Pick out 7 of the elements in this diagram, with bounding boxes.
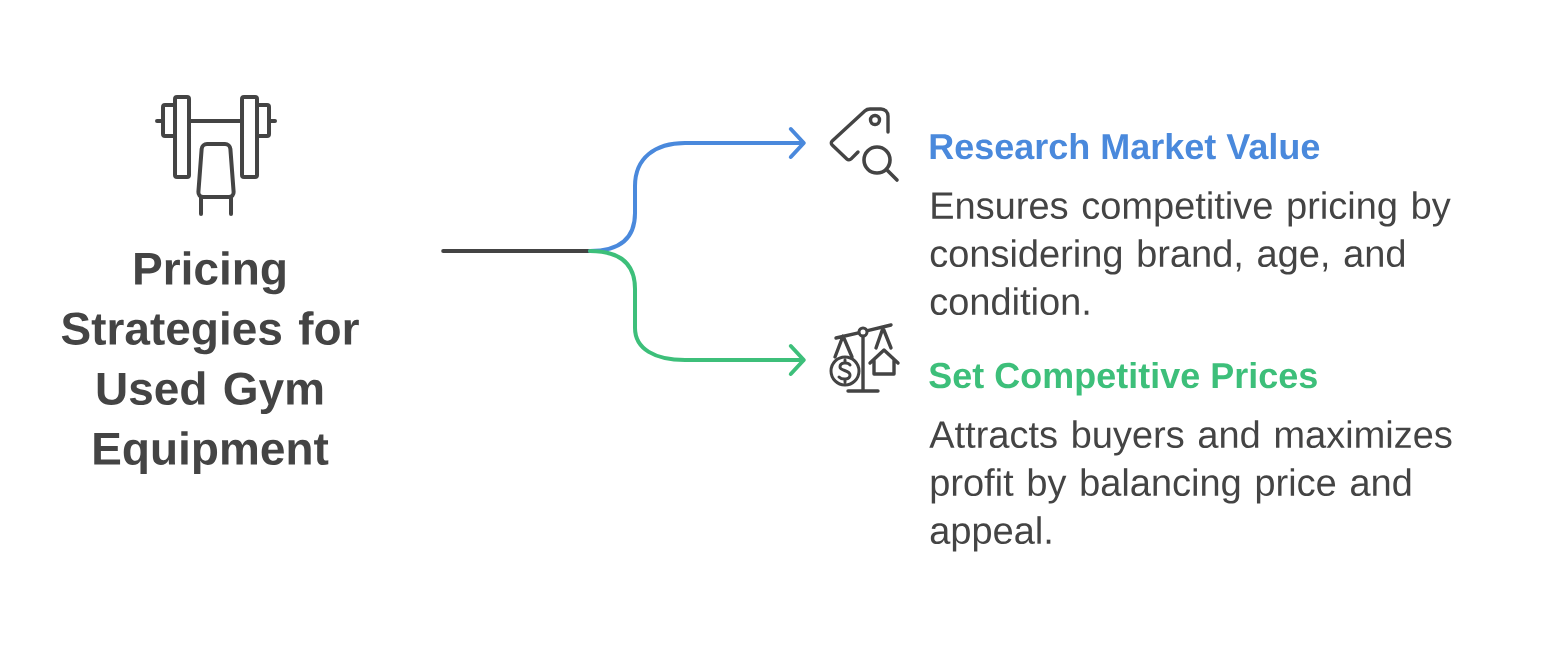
heading: Research Market Value xyxy=(930,132,1320,160)
title-text: Pricing Strategies for Used Gym Equipment xyxy=(61,251,359,475)
description: Attracts buyers and maximizes profit by balancing price and appeal. xyxy=(929,420,1452,552)
heading: Set Competitive Prices xyxy=(929,361,1317,396)
arrow xyxy=(588,249,806,376)
description: Ensures competitive pricing by considering brand, age, and condition. xyxy=(930,191,1451,316)
connector-line xyxy=(441,249,592,253)
